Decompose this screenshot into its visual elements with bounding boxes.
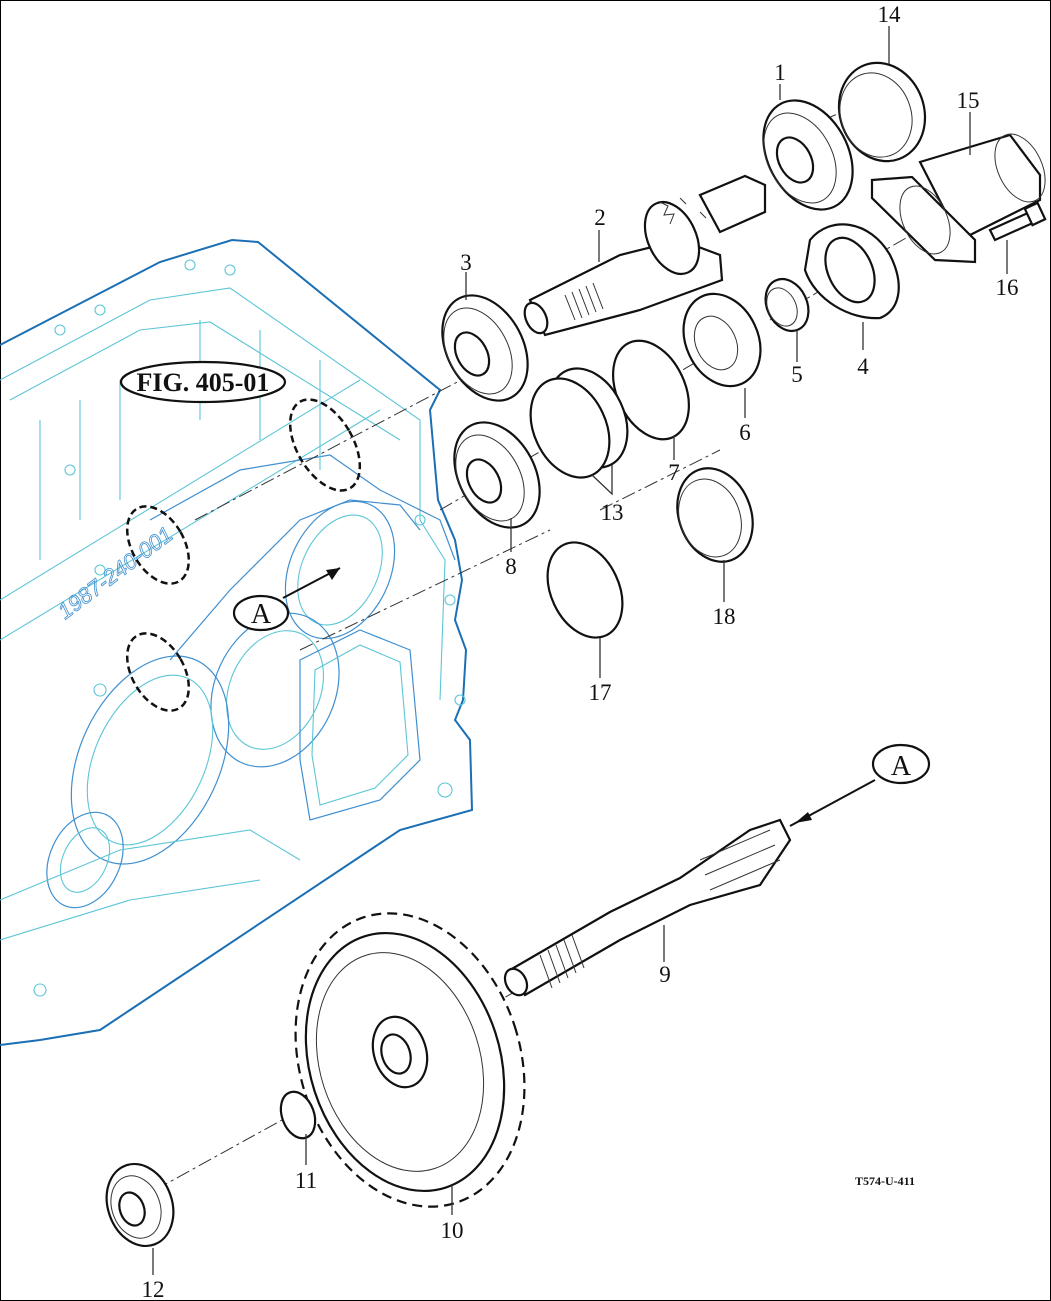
part-12-bearing (105, 1162, 175, 1248)
callout-14: 14 (878, 2, 902, 27)
callout-5: 5 (791, 362, 803, 387)
assembly-axis (299, 449, 721, 651)
view-marker-a-casing: A (232, 567, 341, 632)
callout-15: 15 (957, 88, 980, 113)
reference-circle (125, 632, 191, 712)
callout-3: 3 (460, 250, 472, 275)
callout-7: 7 (668, 460, 680, 485)
figure-reference[interactable]: FIG. 405-01 (119, 360, 287, 404)
assembly-axis (194, 369, 481, 521)
callout-13: 13 (601, 500, 624, 525)
callout-17: 17 (589, 680, 612, 705)
part-2-pinion-shaft (523, 174, 767, 337)
part-16-bolt (988, 201, 1047, 242)
part-13-rings (529, 367, 629, 479)
part-6-seal (682, 292, 762, 388)
casting-mark: 1987-240-001 (53, 522, 177, 624)
callout-6: 6 (739, 420, 751, 445)
callout-4: 4 (857, 354, 869, 379)
callout-10: 10 (441, 1218, 464, 1243)
part-1-bearing (762, 99, 854, 211)
part-14-cap (837, 61, 927, 163)
reference-circle (288, 398, 362, 492)
callout-18: 18 (713, 604, 736, 629)
part-4-gasket (803, 223, 900, 320)
part-10-gear (294, 912, 526, 1208)
figure-reference-label: FIG. 405-01 (137, 368, 270, 397)
part-8-bearing (453, 421, 541, 529)
callout-8: 8 (505, 554, 517, 579)
callout-2: 2 (594, 205, 606, 230)
part-18-cap (676, 467, 754, 563)
leader-lines (152, 26, 1008, 1275)
drawing-code: T574-U-411 (855, 1174, 915, 1188)
part-15-housing (870, 133, 1046, 264)
part-9-pto-shaft (503, 818, 792, 997)
callout-1: 1 (774, 60, 786, 85)
view-marker-a-label: A (891, 751, 912, 782)
view-marker-a-label: A (251, 599, 272, 630)
callout-12: 12 (142, 1277, 165, 1301)
part-5-bushing (764, 278, 810, 332)
view-marker-a-shaft: A (789, 743, 931, 827)
part-17-snap-ring (546, 541, 624, 639)
callout-9: 9 (659, 962, 671, 987)
part-3-bearing (441, 294, 529, 402)
callout-16: 16 (996, 275, 1019, 300)
reference-circle (125, 505, 191, 585)
callout-11: 11 (295, 1168, 317, 1193)
